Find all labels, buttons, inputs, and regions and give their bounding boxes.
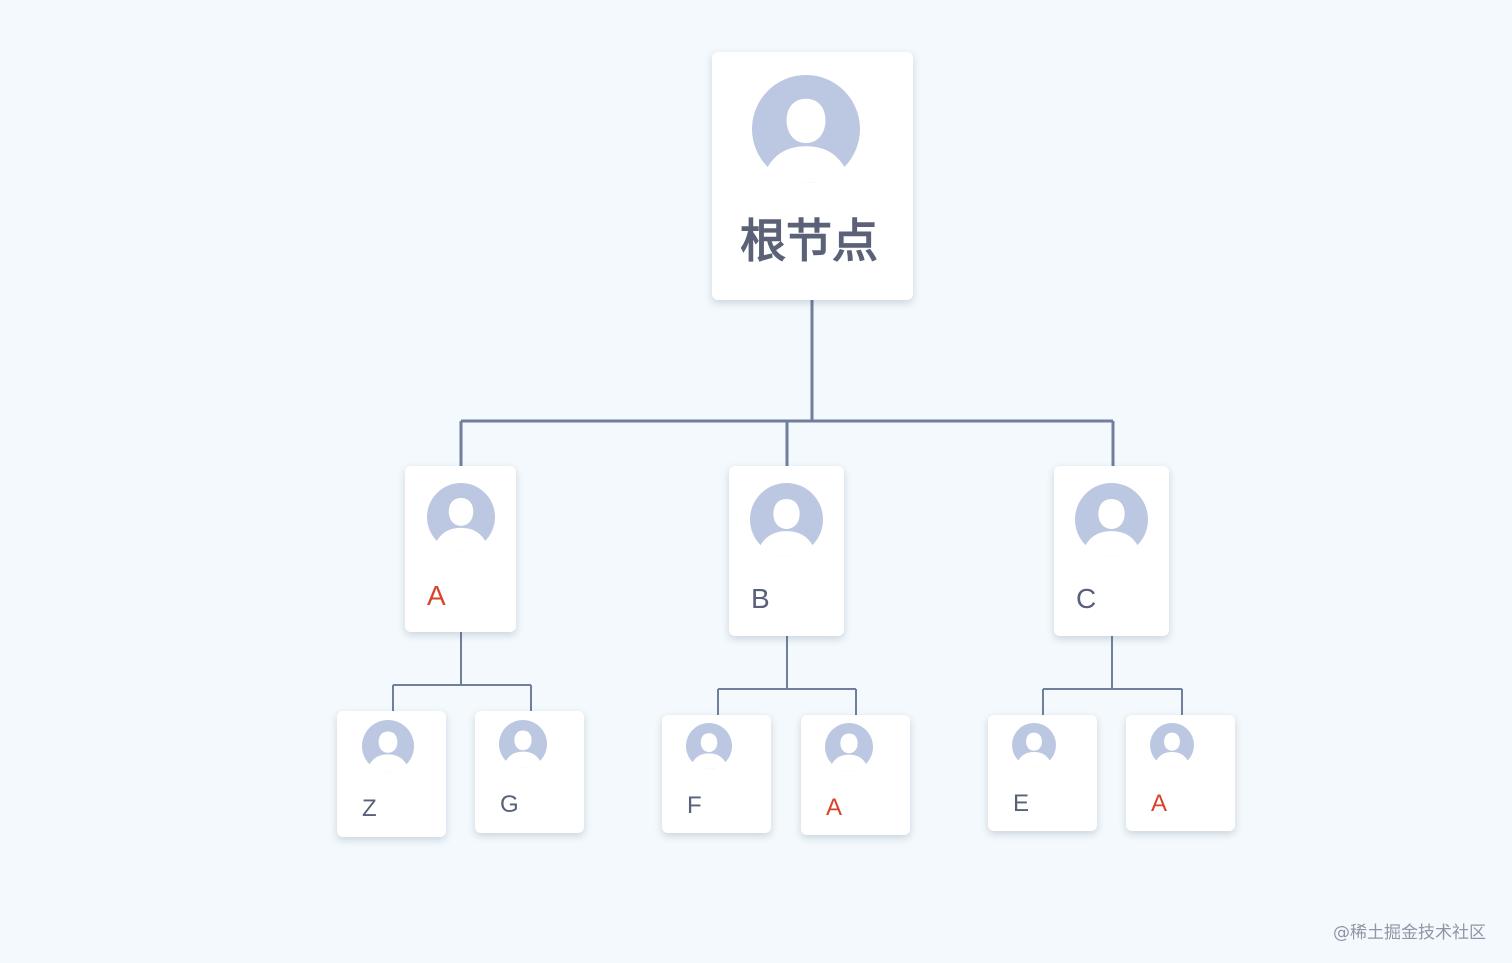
user-avatar-icon (825, 723, 873, 771)
child-node-card-a[interactable]: A (405, 466, 516, 632)
child-node-label: A (427, 580, 446, 611)
grandchild-node-card-g[interactable]: G (475, 711, 584, 833)
grandchild-node-label: F (687, 792, 702, 819)
grandchild-node-card-z[interactable]: Z (337, 711, 446, 837)
user-avatar-icon (750, 483, 823, 556)
user-avatar-icon (686, 723, 732, 769)
grandchild-node-card-e[interactable]: E (988, 715, 1097, 831)
root-node-label: 根节点 (740, 214, 878, 268)
user-avatar-icon (1012, 723, 1056, 767)
grandchild-node-label: G (500, 791, 519, 818)
user-avatar-icon (362, 720, 414, 772)
user-avatar-icon (499, 720, 547, 768)
grandchild-node-label: A (1151, 790, 1168, 817)
user-avatar-icon (1150, 723, 1194, 767)
root-node-card[interactable]: 根节点 (712, 52, 913, 300)
child-node-card-b[interactable]: B (729, 466, 844, 636)
grandchild-node-card-a[interactable]: A (801, 715, 910, 835)
user-avatar-icon (752, 75, 860, 183)
child-node-label: C (1076, 583, 1097, 614)
user-avatar-icon (427, 483, 495, 551)
grandchild-node-label: Z (362, 795, 377, 822)
user-avatar-icon (1075, 483, 1148, 556)
grandchild-node-card-f[interactable]: F (662, 715, 771, 833)
grandchild-node-label: E (1013, 790, 1030, 817)
child-node-card-c[interactable]: C (1054, 466, 1169, 636)
watermark: @稀土掘金技术社区 (1333, 923, 1486, 943)
grandchild-node-label: A (826, 794, 843, 821)
grandchild-node-card-a[interactable]: A (1126, 715, 1235, 831)
child-node-label: B (751, 583, 770, 614)
